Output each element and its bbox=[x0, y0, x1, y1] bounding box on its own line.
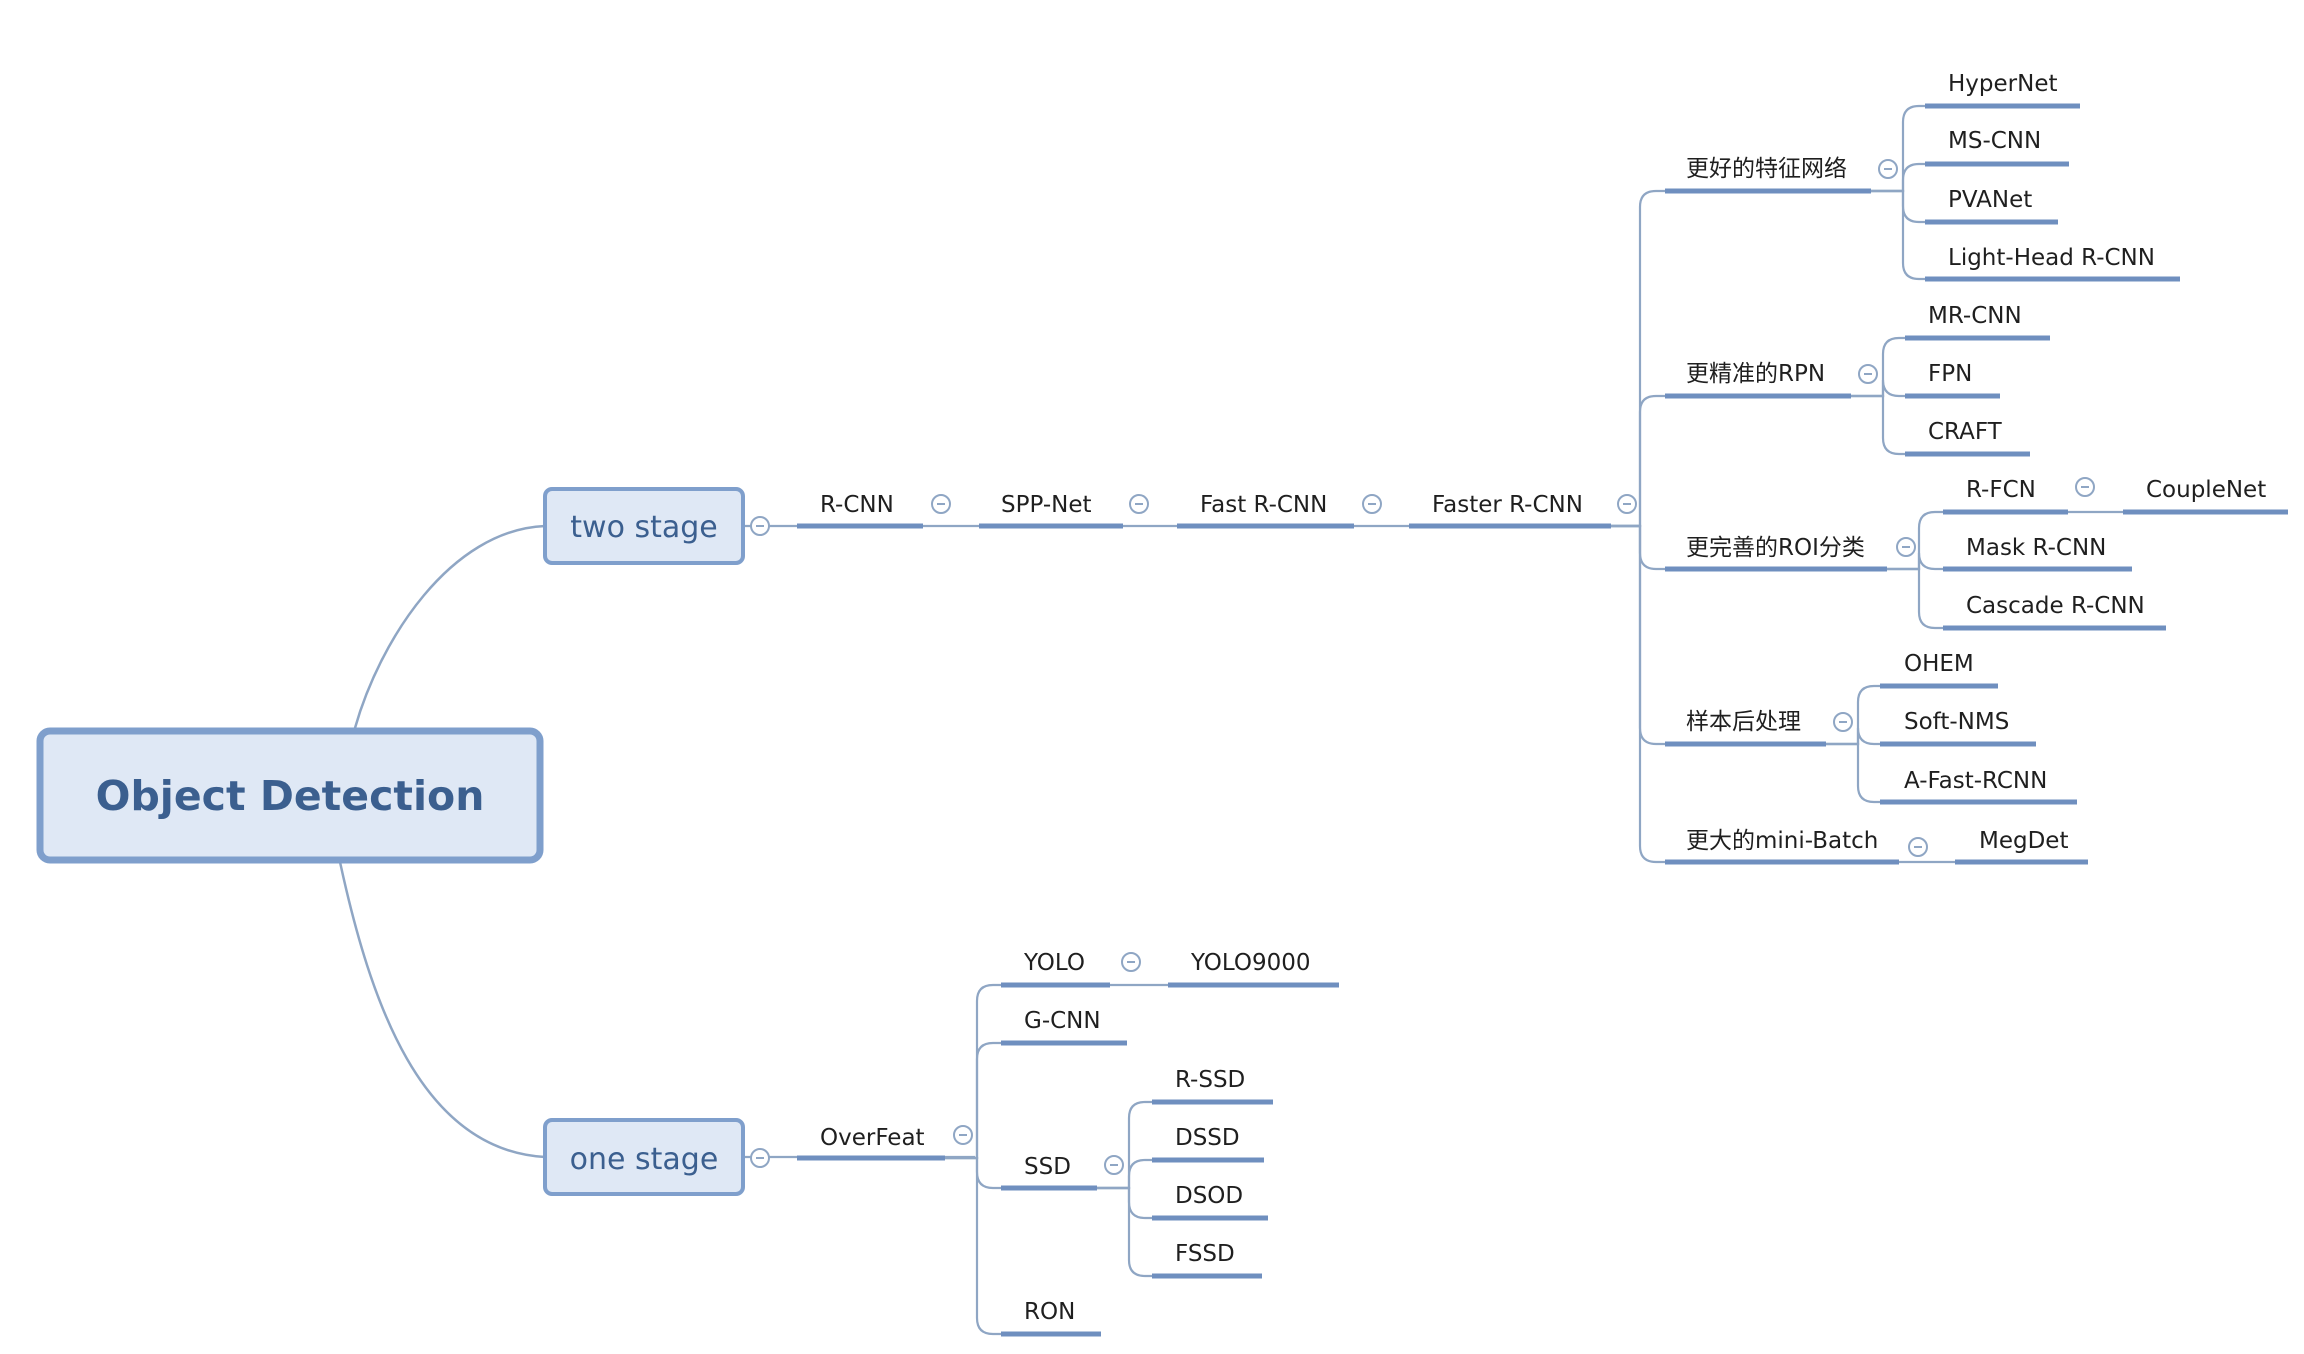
one-stage-label: one stage bbox=[570, 1142, 719, 1177]
branch-rpn-label[interactable]: 更精准的RPN bbox=[1686, 361, 1825, 387]
overfeat-child-2 bbox=[945, 1156, 1001, 1190]
leaf-hypernet[interactable]: HyperNet bbox=[1948, 71, 2058, 97]
overfeat-label[interactable]: OverFeat bbox=[820, 1125, 925, 1151]
yolo-label[interactable]: YOLO bbox=[1023, 950, 1085, 976]
toggle-ssd[interactable] bbox=[1104, 1155, 1124, 1175]
root-node[interactable]: Object Detection bbox=[36, 727, 544, 864]
ssd-label[interactable]: SSD bbox=[1024, 1154, 1071, 1180]
toggle-branch-1[interactable] bbox=[1858, 364, 1878, 384]
leaf-mr-cnn[interactable]: MR-CNN bbox=[1928, 303, 2022, 329]
leaf-megdet[interactable]: MegDet bbox=[1979, 828, 2068, 854]
branch-roi-label[interactable]: 更完善的ROI分类 bbox=[1686, 535, 1865, 561]
collapse-toggles bbox=[750, 159, 2095, 1175]
leaf-fpn[interactable]: FPN bbox=[1928, 361, 1972, 387]
leaf-craft[interactable]: CRAFT bbox=[1928, 419, 2003, 445]
ssd-child-3 bbox=[1097, 1186, 1152, 1278]
ssd-child-0 bbox=[1097, 1100, 1152, 1190]
leaf-cascade-rcnn[interactable]: Cascade R-CNN bbox=[1966, 593, 2145, 619]
root-to-two-stage bbox=[353, 524, 546, 729]
faster-to-branch-4 bbox=[1611, 524, 1665, 864]
feature-child-3 bbox=[1871, 189, 1925, 281]
toggle-faster-rcnn[interactable] bbox=[1617, 494, 1637, 514]
ron-label[interactable]: RON bbox=[1024, 1299, 1075, 1325]
one-stage-node[interactable]: one stage bbox=[543, 1118, 745, 1196]
feature-child-0 bbox=[1871, 104, 1925, 193]
leaf-soft-nms[interactable]: Soft-NMS bbox=[1904, 709, 2009, 735]
rpn-child-2 bbox=[1850, 394, 1905, 456]
rpn-child-1 bbox=[1850, 379, 1905, 398]
roi-child-1 bbox=[1887, 552, 1943, 571]
root-node-box[interactable] bbox=[36, 727, 544, 864]
leaf-r-fcn[interactable]: R-FCN bbox=[1966, 477, 2036, 503]
chain-rcnn-label[interactable]: R-CNN bbox=[820, 492, 894, 518]
faster-to-branch-0 bbox=[1611, 189, 1665, 528]
yolo9000-label[interactable]: YOLO9000 bbox=[1190, 950, 1311, 976]
toggle-one-stage[interactable] bbox=[750, 1148, 770, 1168]
toggle-branch-0[interactable] bbox=[1878, 159, 1898, 179]
toggle-sppnet[interactable] bbox=[1129, 494, 1149, 514]
dsod-label[interactable]: DSOD bbox=[1175, 1183, 1243, 1209]
ssd-child-2 bbox=[1097, 1186, 1152, 1220]
branch-postprocess-label[interactable]: 样本后处理 bbox=[1686, 709, 1801, 735]
leaf-mask-rcnn[interactable]: Mask R-CNN bbox=[1966, 535, 2106, 561]
leaf-pvanet[interactable]: PVANet bbox=[1948, 187, 2032, 213]
toggle-branch-3[interactable] bbox=[1833, 712, 1853, 732]
toggle-overfeat[interactable] bbox=[953, 1125, 973, 1145]
underlines bbox=[797, 103, 2288, 1337]
toggle-fast-rcnn[interactable] bbox=[1362, 494, 1382, 514]
toggle-two-stage[interactable] bbox=[750, 516, 770, 536]
post-child-1 bbox=[1826, 727, 1880, 746]
leaf-a-fast-rcnn[interactable]: A-Fast-RCNN bbox=[1904, 768, 2047, 794]
leaf-couplenet[interactable]: CoupleNet bbox=[2146, 477, 2266, 503]
toggle-branch-4[interactable] bbox=[1908, 837, 1928, 857]
overfeat-child-1 bbox=[945, 1041, 1001, 1160]
chain-faster-rcnn-label[interactable]: Faster R-CNN bbox=[1432, 492, 1583, 518]
toggle-yolo[interactable] bbox=[1121, 952, 1141, 972]
leaf-ohem[interactable]: OHEM bbox=[1904, 651, 1974, 677]
one-stage-box[interactable] bbox=[543, 1118, 745, 1196]
two-stage-node[interactable]: two stage bbox=[543, 487, 745, 565]
chain-sppnet-label[interactable]: SPP-Net bbox=[1001, 492, 1092, 518]
faster-to-branch-2 bbox=[1611, 524, 1665, 571]
root-title: Object Detection bbox=[96, 772, 485, 820]
branch-feature-network-label[interactable]: 更好的特征网络 bbox=[1686, 156, 1847, 182]
post-child-2 bbox=[1826, 742, 1880, 804]
branch-minibatch-label[interactable]: 更大的mini-Batch bbox=[1686, 828, 1878, 854]
post-child-0 bbox=[1826, 684, 1880, 746]
roi-child-2 bbox=[1887, 567, 1943, 630]
r-ssd-label[interactable]: R-SSD bbox=[1175, 1067, 1245, 1093]
roi-child-0 bbox=[1887, 510, 1943, 571]
fssd-label[interactable]: FSSD bbox=[1175, 1241, 1235, 1267]
toggle-branch-2[interactable] bbox=[1896, 537, 1916, 557]
dssd-label[interactable]: DSSD bbox=[1175, 1125, 1240, 1151]
two-stage-box[interactable] bbox=[543, 487, 745, 565]
overfeat-child-3 bbox=[945, 1156, 1001, 1336]
toggle-rcnn[interactable] bbox=[931, 494, 951, 514]
rpn-child-0 bbox=[1850, 336, 1905, 398]
two-stage-label: two stage bbox=[570, 510, 717, 545]
faster-to-branch-3 bbox=[1611, 524, 1665, 746]
root-to-one-stage bbox=[338, 861, 546, 1159]
leaf-ms-cnn[interactable]: MS-CNN bbox=[1948, 128, 2041, 154]
leaf-light-head-rcnn[interactable]: Light-Head R-CNN bbox=[1948, 245, 2155, 271]
toggle-r-fcn[interactable] bbox=[2075, 477, 2095, 497]
feature-child-2 bbox=[1871, 189, 1925, 224]
g-cnn-label[interactable]: G-CNN bbox=[1024, 1008, 1101, 1034]
chain-fast-rcnn-label[interactable]: Fast R-CNN bbox=[1200, 492, 1327, 518]
overfeat-child-0 bbox=[945, 983, 1001, 1160]
